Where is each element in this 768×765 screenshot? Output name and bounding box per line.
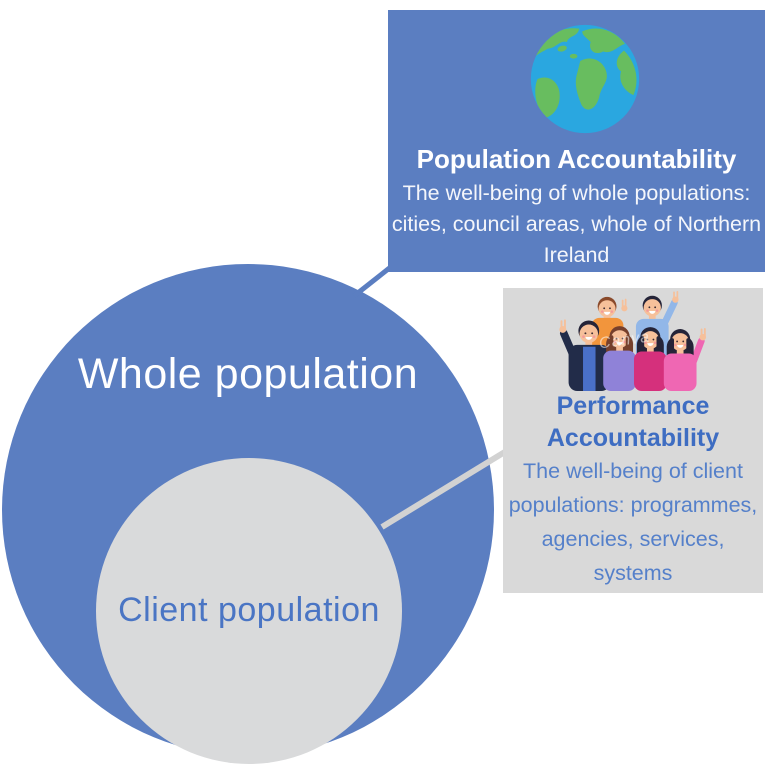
client-population-circle <box>96 458 402 764</box>
person-navy-jacket <box>559 319 610 391</box>
population-accountability-card: Population Accountability The well-being… <box>388 10 765 272</box>
person-purple-shirt <box>603 326 636 391</box>
globe-icon <box>530 24 640 134</box>
person-magenta-shirt <box>634 327 667 391</box>
client-population-label: Client population <box>118 591 380 629</box>
performance-accountability-card: Canva Performance Accountability The wel… <box>503 288 763 593</box>
performance-card-body: The well-being of client populations: pr… <box>508 459 758 585</box>
population-card-title: Population Accountability <box>416 144 737 174</box>
person-pink-shirt <box>663 327 707 391</box>
performance-card-title: Performance Accountability <box>546 392 720 452</box>
people-group-illustration-icon <box>559 290 707 391</box>
whole-population-label: Whole population <box>77 350 419 398</box>
population-card-body: The well-being of whole populations: cit… <box>391 181 762 267</box>
